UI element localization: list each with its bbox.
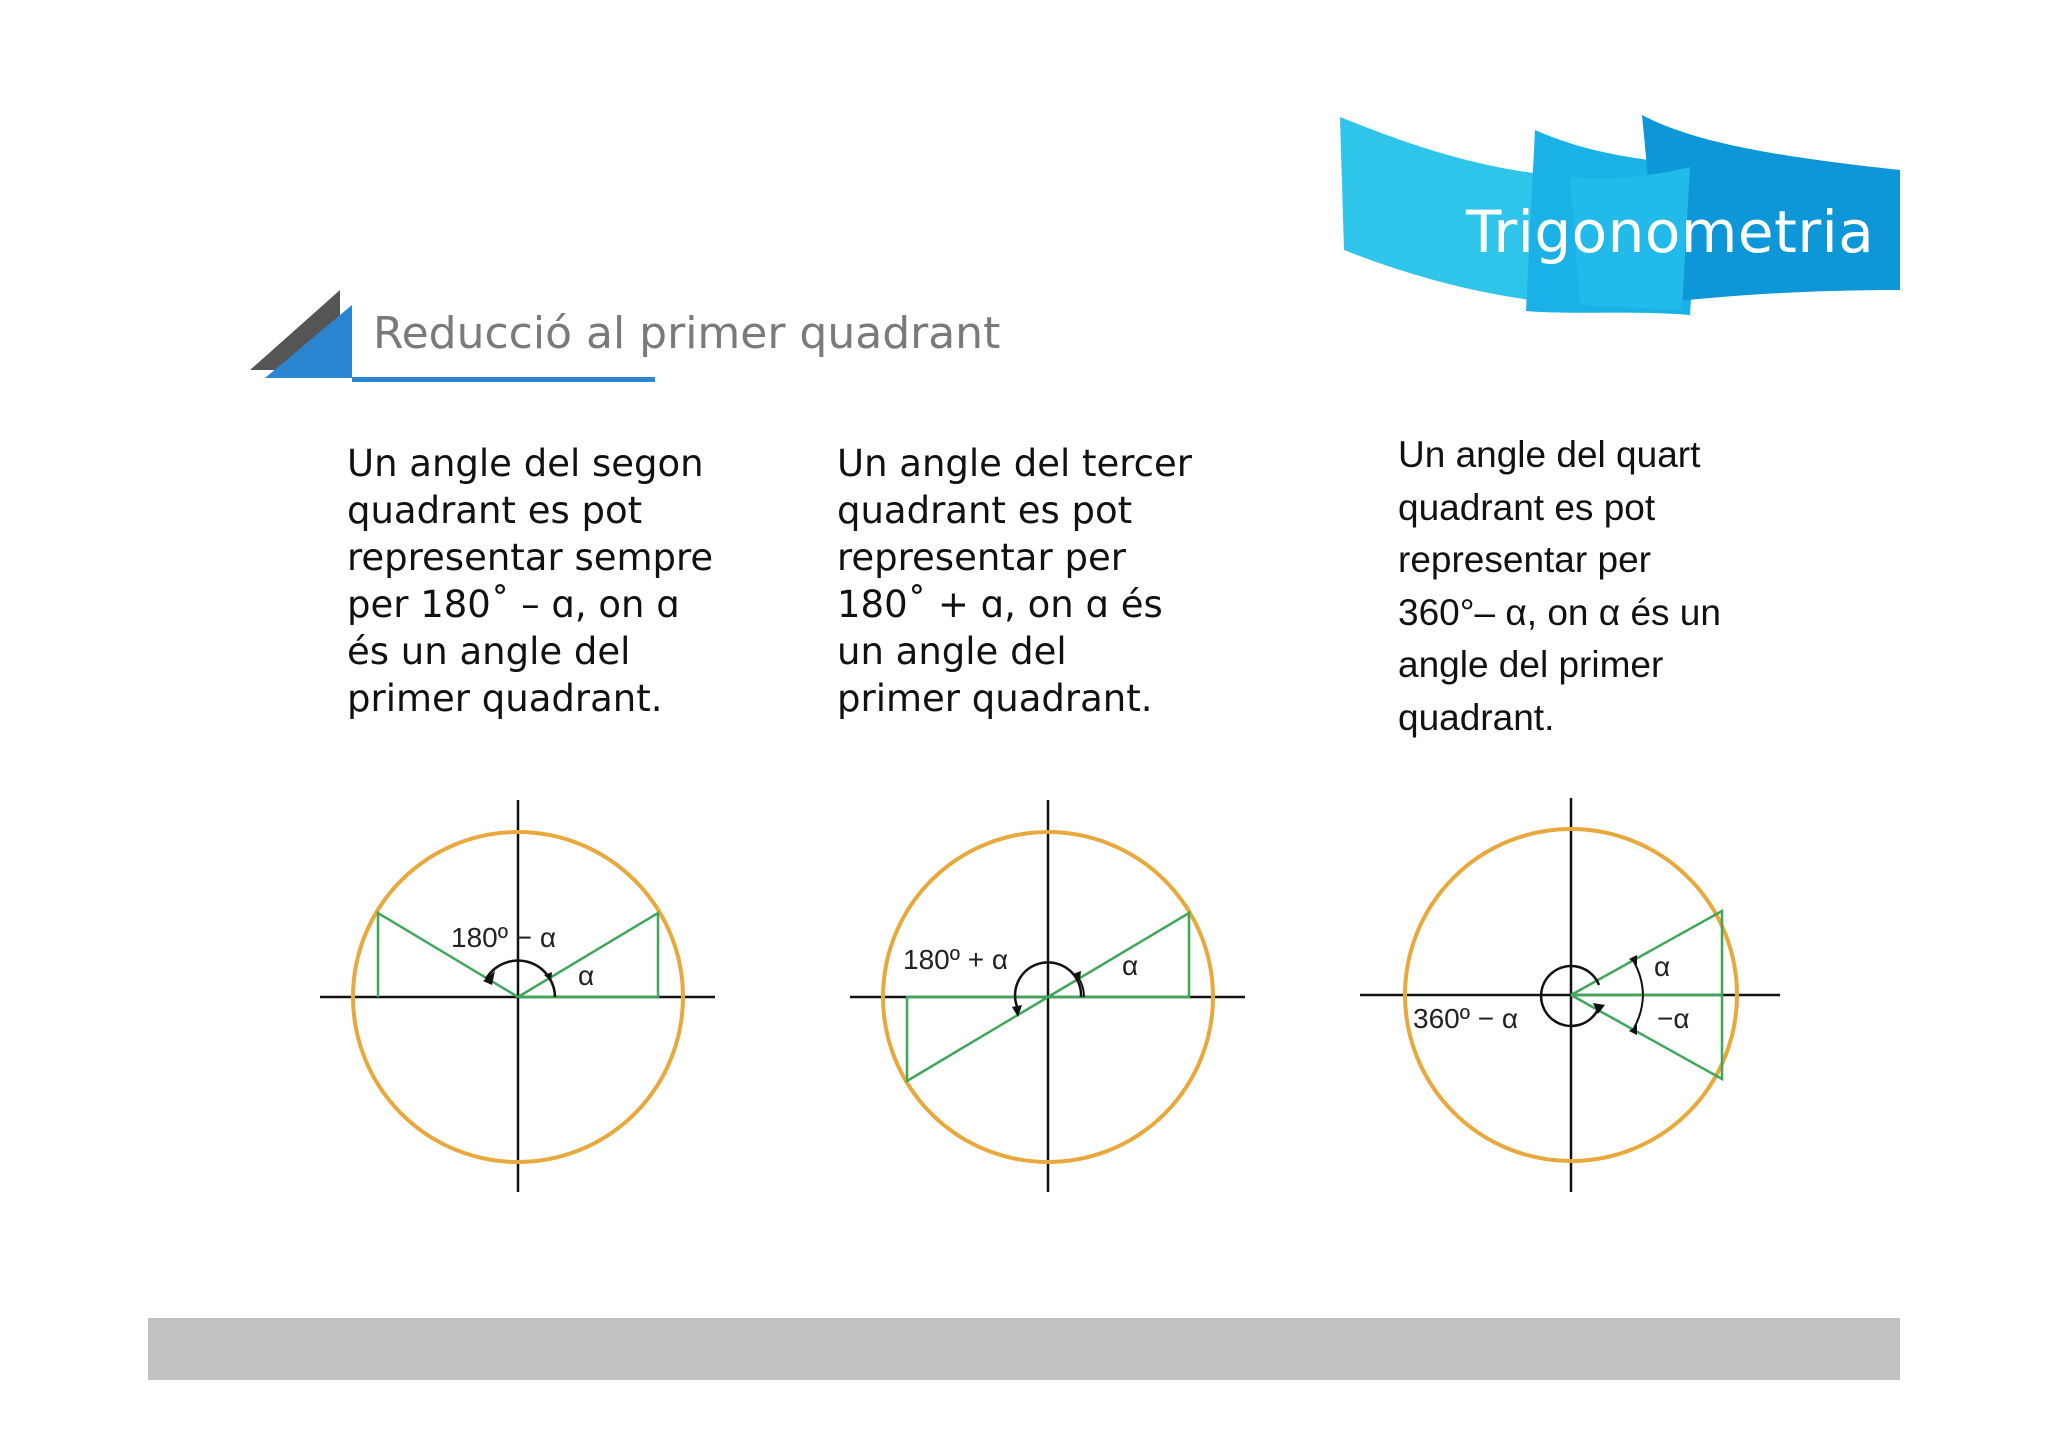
label-alpha: α [1654, 951, 1670, 982]
triangle-180-plus-alpha [905, 995, 1049, 1084]
description-line: 360°– α, on α és un [1398, 591, 1721, 633]
header-banner [1330, 105, 1910, 330]
section-title: Reducció al primer quadrant [373, 308, 1001, 359]
description-line: quadrant. [1398, 696, 1555, 738]
triangle-180-minus-alpha [376, 910, 519, 999]
description-line: quadrant es pot [837, 489, 1133, 532]
unit-circle-diagram-fourth-quadrant: 360º − α α −α [1355, 795, 1780, 1205]
description-line: és un angle del [347, 630, 631, 673]
unit-circle [351, 830, 685, 1164]
description-line: un angle del [837, 630, 1067, 673]
triangle-alpha [1047, 910, 1191, 999]
unit-circle [1403, 827, 1739, 1163]
description-line: primer quadrant. [347, 677, 663, 720]
angle-arc-180-minus-alpha [484, 959, 557, 998]
angle-arc-alpha [1633, 961, 1644, 996]
description-line: 180˚ + ɑ, on ɑ és [837, 583, 1163, 626]
label-alpha: α [1122, 950, 1138, 981]
unit-circle-diagram-second-quadrant: 180º − α α [310, 795, 730, 1205]
description-line: per 180˚ – ɑ, on ɑ [347, 583, 680, 626]
label-alpha: α [578, 960, 594, 991]
description-fourth-quadrant: Un angle del quart quadrant es pot repre… [1398, 429, 1721, 744]
label-180-minus-alpha: 180º − α [451, 922, 556, 953]
label-minus-alpha: −α [1657, 1003, 1690, 1034]
description-line: representar per [837, 536, 1126, 579]
section-marker-icon [250, 290, 360, 385]
description-line: representar per [1398, 539, 1651, 580]
footer-bar [148, 1318, 1900, 1380]
angle-arc-360-minus-alpha [1539, 964, 1601, 1028]
label-180-plus-alpha: 180º + α [903, 944, 1008, 975]
description-line: Un angle del tercer [837, 442, 1192, 485]
description-third-quadrant: Un angle del tercer quadrant es pot repr… [837, 440, 1192, 722]
description-line: angle del primer [1398, 644, 1664, 685]
unit-circle-diagram-third-quadrant: 180º + α α [840, 795, 1260, 1205]
description-line: primer quadrant. [837, 677, 1153, 720]
unit-circle [881, 830, 1215, 1164]
angle-arc-minus-alpha [1633, 994, 1644, 1029]
triangle-minus-alpha [1570, 993, 1724, 1082]
description-line: Un angle del segon [347, 442, 704, 485]
section-underline [352, 377, 655, 382]
description-line: representar sempre [347, 536, 714, 579]
description-line: quadrant es pot [347, 489, 643, 532]
triangle-alpha [517, 910, 660, 999]
description-line: quadrant es pot [1398, 486, 1656, 528]
description-second-quadrant: Un angle del segon quadrant es pot repre… [347, 440, 713, 722]
angle-arc-180-plus-alpha [1013, 961, 1083, 1010]
banner-title: Trigonometria [1466, 198, 1875, 266]
triangle-alpha [1570, 908, 1724, 997]
label-360-minus-alpha: 360º − α [1413, 1003, 1518, 1034]
description-line: Un angle del quart [1398, 434, 1701, 475]
